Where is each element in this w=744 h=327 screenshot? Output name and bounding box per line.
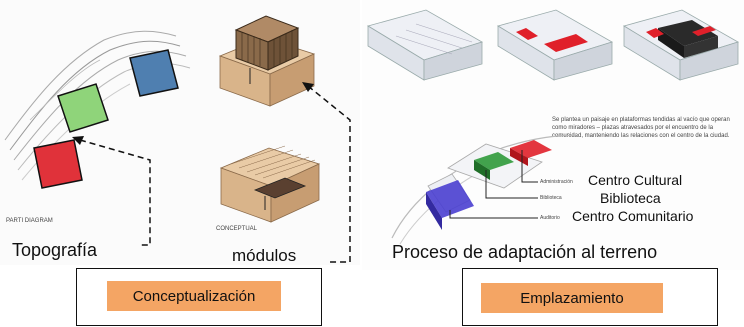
- callout-small-1: Administración: [540, 179, 573, 185]
- process-step-2: [497, 9, 613, 81]
- green-zone: [474, 152, 514, 170]
- red-square: [33, 139, 83, 189]
- dashed-connector-right: [302, 82, 351, 263]
- parti-diagram: [4, 30, 191, 246]
- caption-proceso: Proceso de adaptación al terreno: [392, 242, 658, 262]
- callout-small-2: Biblioteca: [540, 195, 562, 201]
- site-plan: [391, 134, 579, 245]
- emplazamiento-box: Emplazamiento: [462, 268, 718, 326]
- conceptual-label: CONCEPTUAL: [216, 226, 258, 232]
- conceptual-module-top: [218, 15, 316, 107]
- conceptualizacion-label: Conceptualización: [107, 281, 281, 311]
- blue-square: [129, 49, 179, 97]
- description-text: Se plantea un paisaje en plataformas ten…: [552, 117, 730, 139]
- dashed-connector-left: [79, 139, 151, 246]
- caption-topografia: Topografía: [12, 240, 98, 260]
- callout-small-3: Auditorio: [540, 215, 560, 221]
- conceptual-module-bottom: [219, 145, 321, 223]
- emplazamiento-label: Emplazamiento: [481, 283, 663, 313]
- callout-centro-cultural: Centro Cultural: [588, 172, 683, 188]
- right-panel: Se plantea un paisaje en plataformas ten…: [362, 0, 744, 270]
- process-step-3: [623, 9, 739, 81]
- conceptualizacion-box: Conceptualización: [76, 268, 322, 326]
- callout-centro-comunitario: Centro Comunitario: [572, 208, 694, 224]
- blue-zone: [426, 180, 474, 218]
- caption-modulos: módulos: [232, 246, 297, 265]
- parti-diagram-label: PARTI DIAGRAM: [6, 218, 53, 224]
- process-step-1: [367, 9, 483, 81]
- red-zone: [510, 140, 552, 158]
- callout-lines: [449, 150, 538, 219]
- left-panel: PARTI DIAGRAM CONCEPTUAL Topografía módu…: [0, 0, 360, 265]
- callout-biblioteca: Biblioteca: [600, 190, 661, 206]
- green-square: [57, 83, 109, 133]
